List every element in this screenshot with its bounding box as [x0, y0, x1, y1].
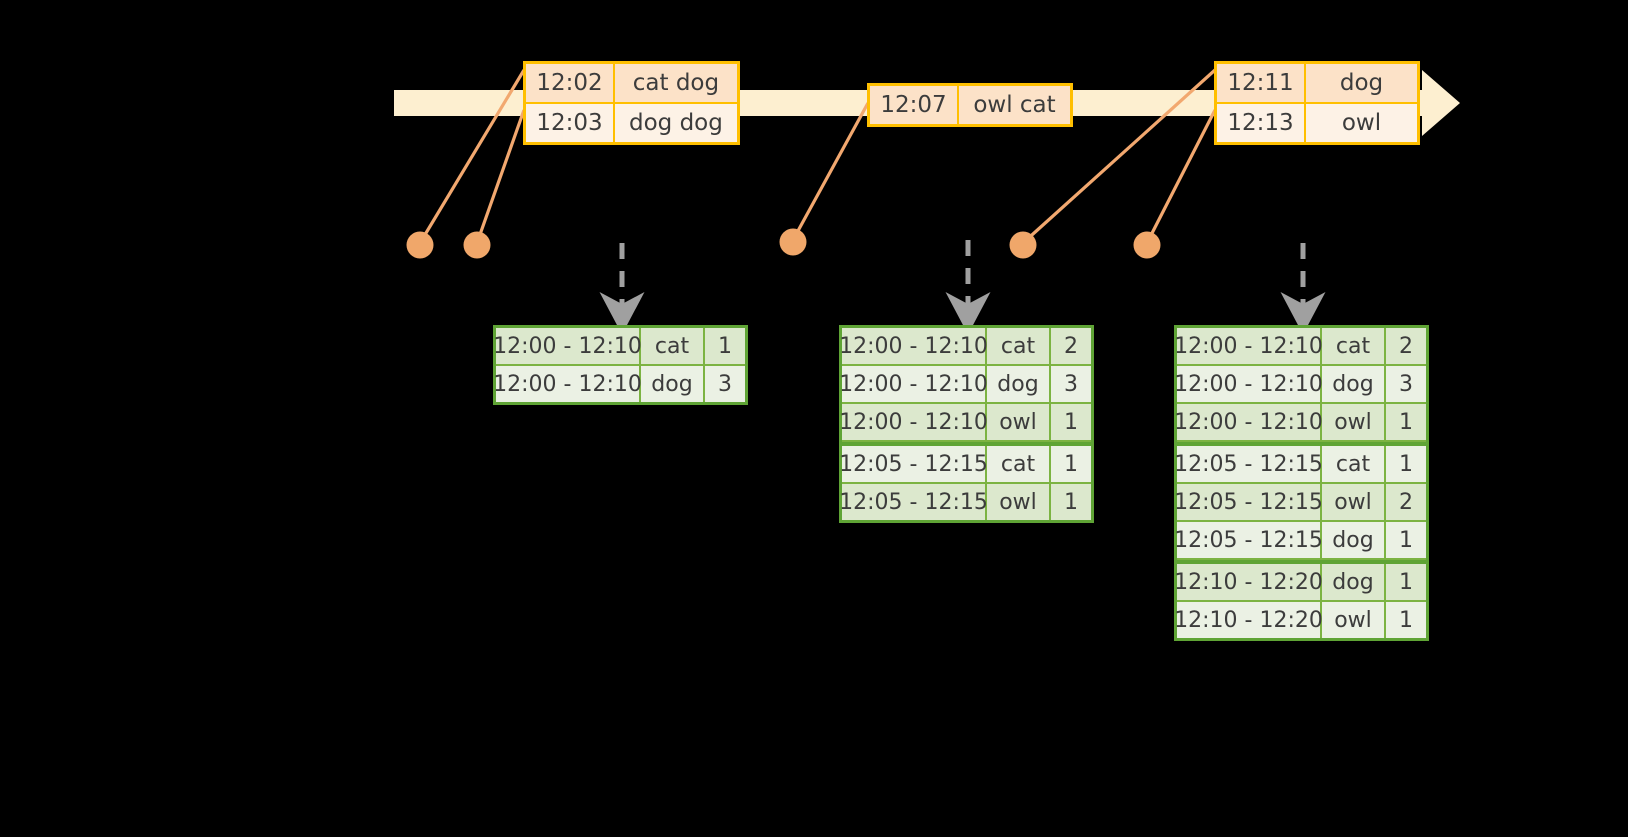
table-row[interactable]: 12:00 - 12:10 cat 2 [1174, 328, 1426, 366]
table-row[interactable]: 12:10 - 12:20 owl 1 [1174, 602, 1426, 638]
cell-count: 2 [1064, 333, 1078, 359]
cell-word: cat [987, 446, 1051, 482]
table-row[interactable]: 12:05 - 12:15 dog 1 [1174, 522, 1426, 560]
cell-window: 12:00 - 12:10 [1174, 328, 1323, 364]
cell-count: 1 [1399, 527, 1413, 553]
marker-dot-4 [1009, 231, 1037, 259]
cell-count: 1 [1399, 451, 1413, 477]
cell-word: cat [987, 328, 1051, 364]
cell-window: 12:00 - 12:10 [839, 404, 988, 440]
event-words: dog [1339, 70, 1384, 96]
table-row[interactable]: 12:05 - 12:15 owl 2 [1174, 484, 1426, 522]
marker-dots [406, 228, 1161, 259]
event-words: dog dog [629, 110, 723, 136]
event-row[interactable]: 12:11 dog [1217, 64, 1417, 102]
cell-count: 2 [1399, 489, 1413, 515]
cell-word: cat [1322, 328, 1386, 364]
cell-word: dog [641, 366, 705, 402]
dashed-arrows [599, 240, 1326, 335]
event-time: 12:11 [1217, 64, 1306, 102]
event-row[interactable]: 12:03 dog dog [526, 102, 737, 142]
table-row[interactable]: 12:00 - 12:10 owl 1 [839, 404, 1091, 442]
event-words: owl cat [973, 92, 1056, 118]
cell-count: 3 [1064, 371, 1078, 397]
cell-count: 3 [718, 371, 732, 397]
cell-window: 12:10 - 12:20 [1174, 564, 1323, 600]
table-row[interactable]: 12:05 - 12:15 owl 1 [839, 484, 1091, 520]
cell-count: 1 [1399, 569, 1413, 595]
marker-dot-5 [1133, 231, 1161, 259]
cell-window: 12:00 - 12:10 [493, 328, 642, 364]
marker-dot-3 [779, 228, 807, 256]
table-row[interactable]: 12:00 - 12:10 cat 2 [839, 328, 1091, 366]
cell-word: owl [1322, 404, 1386, 440]
event-words: cat dog [632, 70, 720, 96]
aggregate-table-1[interactable]: 12:00 - 12:10 cat 1 12:00 - 12:10 dog 3 [493, 325, 748, 405]
cell-count: 1 [1399, 409, 1413, 435]
event-words: owl [1341, 110, 1382, 136]
table-row[interactable]: 12:05 - 12:15 cat 1 [839, 442, 1091, 484]
event-box-3[interactable]: 12:11 dog 12:13 owl [1214, 61, 1420, 145]
cell-count: 3 [1399, 371, 1413, 397]
cell-window: 12:00 - 12:10 [1174, 404, 1323, 440]
cell-window: 12:05 - 12:15 [1174, 446, 1323, 482]
cell-window: 12:05 - 12:15 [839, 484, 988, 520]
cell-word: dog [1322, 522, 1386, 558]
aggregate-table-2[interactable]: 12:00 - 12:10 cat 2 12:00 - 12:10 dog 3 … [839, 325, 1094, 523]
cell-window: 12:00 - 12:10 [493, 366, 642, 402]
event-box-2[interactable]: 12:07 owl cat [867, 83, 1073, 127]
marker-dot-1 [406, 231, 434, 259]
connector-line-1 [418, 69, 526, 244]
cell-word: dog [1322, 564, 1386, 600]
marker-dot-2 [463, 231, 491, 259]
cell-window: 12:10 - 12:20 [1174, 602, 1323, 638]
cell-word: owl [987, 484, 1051, 520]
cell-count: 1 [1064, 409, 1078, 435]
cell-count: 1 [1399, 607, 1413, 633]
table-row[interactable]: 12:05 - 12:15 cat 1 [1174, 442, 1426, 484]
aggregate-table-3[interactable]: 12:00 - 12:10 cat 2 12:00 - 12:10 dog 3 … [1174, 325, 1429, 641]
table-row[interactable]: 12:00 - 12:10 owl 1 [1174, 404, 1426, 442]
cell-window: 12:00 - 12:10 [839, 328, 988, 364]
event-row[interactable]: 12:02 cat dog [526, 64, 737, 102]
table-row[interactable]: 12:00 - 12:10 dog 3 [493, 366, 745, 402]
cell-word: cat [1322, 446, 1386, 482]
cell-window: 12:05 - 12:15 [1174, 484, 1323, 520]
event-time: 12:13 [1217, 104, 1306, 142]
cell-window: 12:00 - 12:10 [839, 366, 988, 402]
cell-count: 1 [1064, 451, 1078, 477]
cell-word: owl [1322, 484, 1386, 520]
cell-window: 12:00 - 12:10 [1174, 366, 1323, 402]
cell-word: owl [987, 404, 1051, 440]
table-row[interactable]: 12:00 - 12:10 dog 3 [839, 366, 1091, 404]
table-row[interactable]: 12:00 - 12:10 dog 3 [1174, 366, 1426, 404]
event-box-1[interactable]: 12:02 cat dog 12:03 dog dog [523, 61, 740, 145]
event-row[interactable]: 12:07 owl cat [870, 86, 1070, 124]
event-row[interactable]: 12:13 owl [1217, 102, 1417, 142]
cell-count: 1 [718, 333, 732, 359]
cell-word: dog [987, 366, 1051, 402]
cell-word: cat [641, 328, 705, 364]
cell-window: 12:05 - 12:15 [1174, 522, 1323, 558]
event-time: 12:02 [526, 64, 615, 102]
cell-word: dog [1322, 366, 1386, 402]
table-row[interactable]: 12:00 - 12:10 cat 1 [493, 328, 745, 366]
cell-word: owl [1322, 602, 1386, 638]
cell-count: 1 [1064, 489, 1078, 515]
table-row[interactable]: 12:10 - 12:20 dog 1 [1174, 560, 1426, 602]
connector-line-2 [475, 109, 526, 244]
cell-count: 2 [1399, 333, 1413, 359]
event-time: 12:07 [870, 86, 959, 124]
connector-line-3 [791, 102, 870, 241]
cell-window: 12:05 - 12:15 [839, 446, 988, 482]
event-time: 12:03 [526, 104, 615, 142]
connector-line-5 [1145, 109, 1217, 244]
